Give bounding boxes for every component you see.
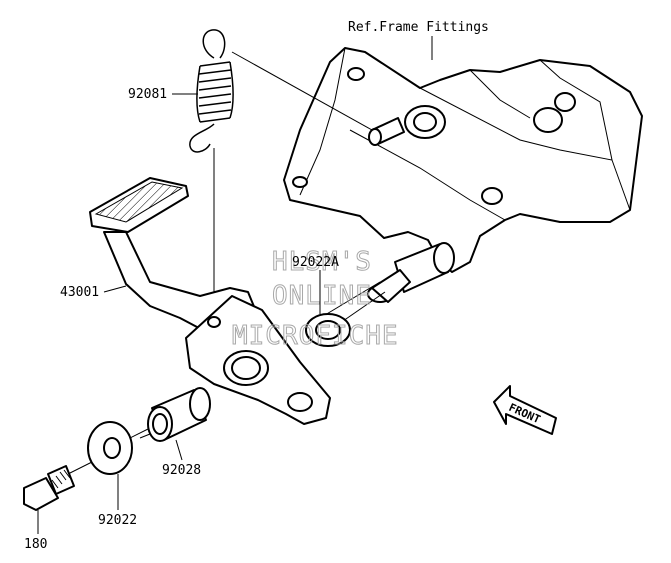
label-spring-group: 92081 bbox=[128, 87, 198, 102]
part-label-pedal: 43001 bbox=[60, 285, 99, 300]
bolt bbox=[23, 465, 75, 511]
front-direction-arrow: FRONT bbox=[493, 385, 557, 435]
part-label-spring: 92081 bbox=[128, 87, 167, 102]
label-bolt-group: 180 bbox=[24, 510, 47, 552]
reference-label: Ref.Frame Fittings bbox=[348, 20, 489, 35]
label-bushing-group: 92028 bbox=[162, 439, 201, 478]
washer bbox=[87, 421, 133, 475]
part-label-washer: 92022 bbox=[98, 513, 137, 528]
watermark-line-1: HLSM'S bbox=[272, 247, 372, 277]
label-washer-group: 92022 bbox=[98, 474, 137, 528]
label-washer-a-group: 92022A bbox=[292, 255, 339, 314]
part-label-bolt: 180 bbox=[24, 537, 47, 552]
watermark-line-2: ONLINE bbox=[272, 281, 372, 311]
label-pedal-group: 43001 bbox=[60, 285, 127, 300]
return-spring bbox=[189, 29, 234, 153]
watermark-line-3: MICROFICHE bbox=[232, 321, 399, 351]
bushing bbox=[147, 387, 211, 442]
frame-fitting-bracket bbox=[283, 47, 643, 303]
part-label-washer-a: 92022A bbox=[292, 255, 339, 270]
part-label-bushing: 92028 bbox=[162, 463, 201, 478]
reference-label-group: Ref.Frame Fittings bbox=[348, 20, 489, 60]
brake-pedal bbox=[89, 177, 331, 425]
watermark: HLSM'S ONLINE MICROFICHE bbox=[232, 247, 399, 352]
washer-a bbox=[305, 313, 351, 347]
